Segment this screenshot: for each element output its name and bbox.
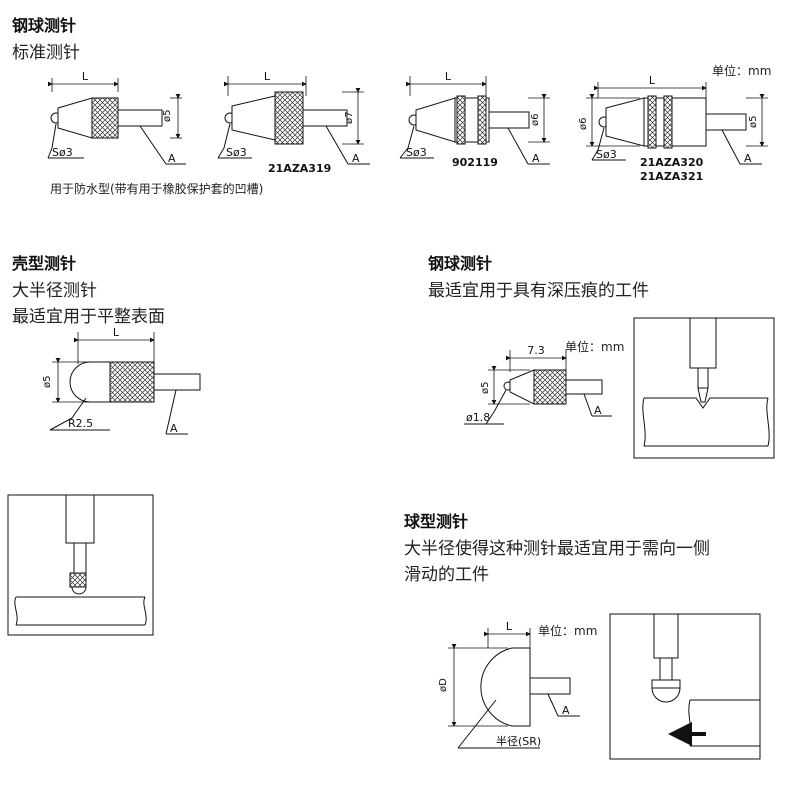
- dim-phi5-1: ø5: [162, 110, 173, 122]
- svg-text:L: L: [113, 326, 120, 339]
- dim-phi6-3: ø6: [530, 114, 541, 126]
- section-title-ball-deep: 钢球测针: [428, 254, 493, 273]
- svg-text:ø5: ø5: [42, 376, 53, 388]
- svg-text:L: L: [506, 620, 513, 633]
- dim-L-4: L: [649, 74, 656, 87]
- dim-L-3: L: [445, 70, 452, 83]
- probe-diagram-standard: L ø5 Sø3 A L ø7 Sø3 21AZA319 A L ø6: [47, 70, 768, 183]
- dim-phi6-4: ø6: [578, 118, 589, 130]
- dim-L-1: L: [82, 70, 89, 83]
- svg-text:A: A: [562, 704, 570, 717]
- knurled-grip-2: [274, 91, 304, 145]
- section-line2-ball-type: 滑动的工件: [404, 565, 489, 585]
- section-line1-ball-type: 大半径使得这种测针最适宜用于需向一侧: [404, 539, 710, 559]
- dim-phi5-4: ø5: [748, 116, 759, 128]
- label-r25: R2.5: [68, 417, 93, 430]
- svg-text:A: A: [170, 422, 178, 435]
- svg-text:Sø3: Sø3: [596, 148, 617, 161]
- section-line1-ball-deep: 最适宜用于具有深压痕的工件: [428, 281, 649, 301]
- section-title-shell: 壳型测针: [12, 254, 77, 273]
- illustration-ball-type-usage: [609, 613, 761, 760]
- model-902119: 902119: [452, 156, 498, 169]
- svg-text:Sø3: Sø3: [226, 146, 247, 159]
- section-title-standard: 钢球测针: [12, 16, 77, 35]
- ball-type-tip: [480, 647, 531, 727]
- label-sphi3-1: Sø3: [52, 146, 73, 159]
- model-21AZA319: 21AZA319: [268, 162, 331, 175]
- svg-text:A: A: [532, 152, 540, 165]
- svg-text:A: A: [352, 152, 360, 165]
- label-A-1: A: [168, 152, 176, 165]
- section-line1-shell: 大半径测针: [12, 281, 97, 301]
- model-21AZA321: 21AZA321: [640, 170, 703, 183]
- svg-text:A: A: [594, 404, 602, 417]
- svg-text:A: A: [744, 152, 752, 165]
- unit-label-2: 单位：mm: [565, 340, 625, 354]
- section-title-ball-type: 球型测针: [404, 512, 469, 531]
- dim-phiD: øD: [438, 678, 449, 692]
- section-subtitle-standard: 标准测针: [12, 43, 80, 63]
- model-21AZA320: 21AZA320: [640, 156, 704, 169]
- svg-text:ø5: ø5: [480, 382, 491, 394]
- waterproof-note: 用于防水型(带有用于橡胶保护套的凹槽): [50, 182, 264, 196]
- dim-phi7-2: ø7: [344, 112, 355, 124]
- unit-label-3: 单位：mm: [538, 624, 598, 638]
- label-radius-sr: 半径(SR): [496, 734, 541, 748]
- unit-label-1: 单位：mm: [712, 64, 772, 78]
- dim-L-2: L: [264, 70, 271, 83]
- dim-7-3: 7.3: [527, 344, 545, 357]
- label-phi18: ø1.8: [466, 411, 490, 424]
- svg-text:Sø3: Sø3: [406, 146, 427, 159]
- section-line2-shell: 最适宜用于平整表面: [12, 307, 165, 327]
